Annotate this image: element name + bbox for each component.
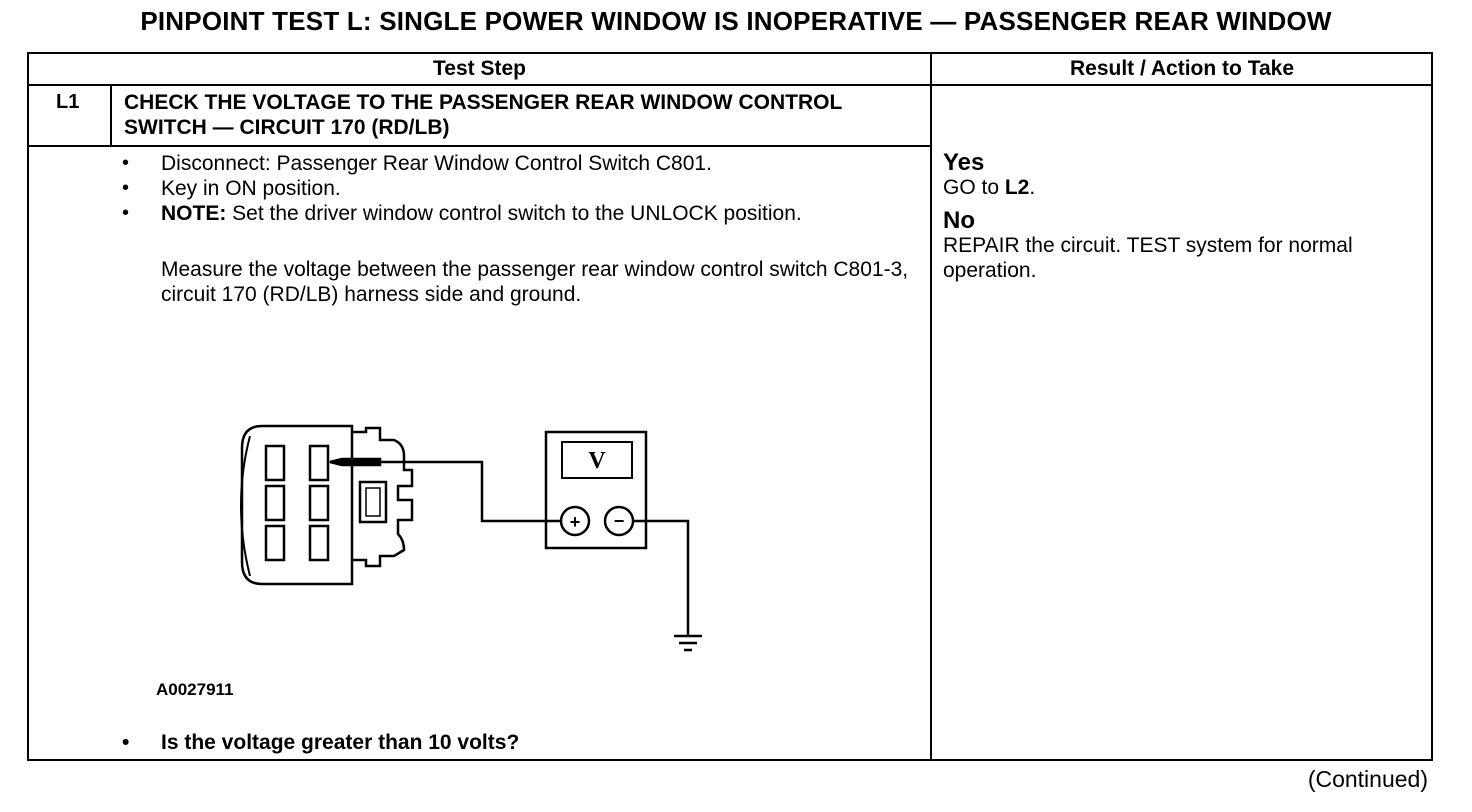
bullet-icon: • [122,177,130,199]
header-test-step: Test Step [433,57,526,80]
positive-lead-wire [380,460,560,523]
question-text: Is the voltage greater than 10 volts? [161,731,520,754]
column-divider [930,52,932,761]
instruction-text: Disconnect: Passenger Rear Window Contro… [161,152,712,175]
test-table [27,52,1433,761]
connector-body-outline [240,424,354,586]
no-label: No [943,207,975,234]
terminal-cavity [264,444,286,482]
connector-latch [352,426,414,568]
terminal-cavity [308,524,330,562]
yes-target-step: L2 [1004,176,1030,199]
terminal-cavity [264,524,286,562]
terminal-cavity [264,484,286,522]
positive-symbol: + [570,512,581,532]
voltmeter-symbol: V [588,448,606,474]
step-title-divider [27,145,932,147]
step-id: L1 [56,91,80,113]
voltmeter-body [544,430,648,550]
header-result-action: Result / Action to Take [1069,57,1295,80]
connector-shell-outline [240,435,251,577]
positive-terminal-icon [559,505,591,537]
yes-action-prefix: GO to [943,176,1005,199]
instruction-item: • Disconnect: Passenger Rear Window Cont… [118,151,918,176]
instruction-text: Key in ON position. [161,177,341,200]
voltmeter-display [561,441,633,479]
yes-action-suffix: . [1029,176,1036,199]
bullet-icon: • [122,731,130,754]
no-action: REPAIR the circuit. TEST system for norm… [943,234,1353,282]
measure-instruction: Measure the voltage between the passenge… [161,258,909,306]
connector-latch-core [365,487,381,517]
continued-label: (Continued) [1307,766,1428,792]
terminal-cavity [308,484,330,522]
yes-action: GO to L2. [943,175,1413,200]
bullet-icon: • [122,152,130,174]
negative-lead-wire [633,519,690,636]
instruction-item: • NOTE: Set the driver window control sw… [118,201,918,226]
step-instructions: • Disconnect: Passenger Rear Window Cont… [118,151,918,226]
instruction-item: • Key in ON position. [118,176,918,201]
probe-lead [329,457,382,467]
step-title: CHECK THE VOLTAGE TO THE PASSENGER REAR … [124,91,842,139]
page-title: PINPOINT TEST L: SINGLE POWER WINDOW IS … [140,6,1332,36]
yes-label: Yes [943,149,985,176]
negative-symbol: − [614,511,625,531]
terminal-cavity-c801-3 [308,444,330,482]
instruction-text: Set the driver window control switch to … [226,202,802,225]
bullet-icon: • [122,202,130,224]
note-label: NOTE: [161,202,227,225]
connector-latch-inner [358,480,388,524]
header-divider [27,84,1433,86]
step-id-divider [110,84,112,147]
result-column: Yes GO to L2. No REPAIR the circuit. TES… [943,150,1413,283]
figure-id: A0027911 [156,680,234,699]
